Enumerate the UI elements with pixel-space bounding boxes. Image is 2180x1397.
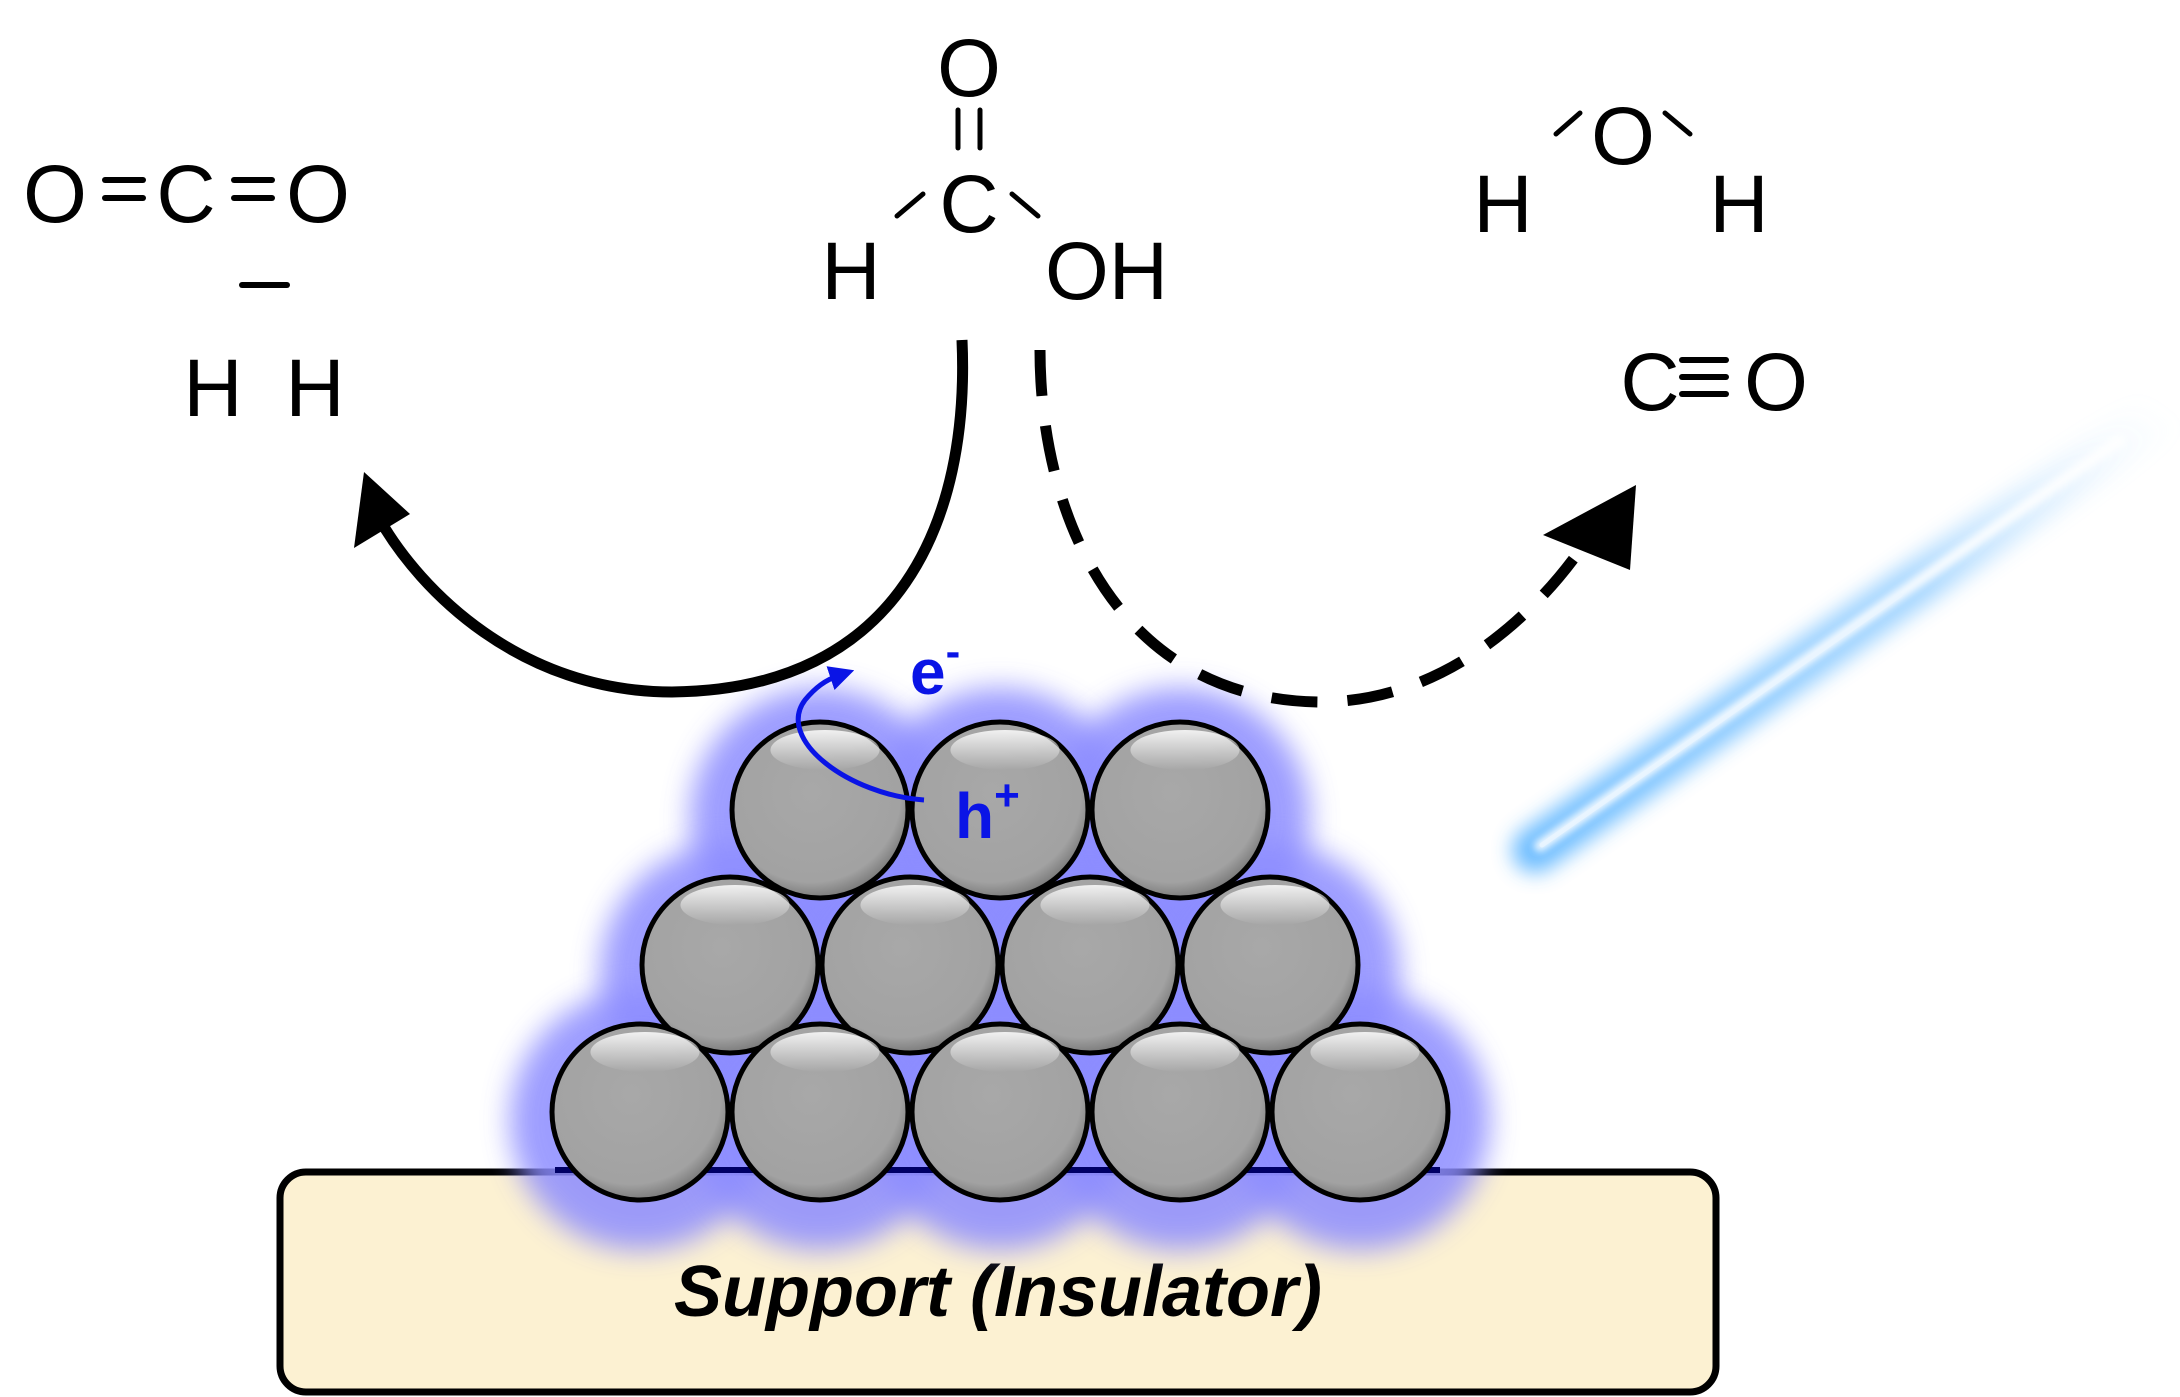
co-molecule: C O — [1620, 337, 1808, 428]
formic-atom-c: C — [939, 159, 998, 250]
nanoparticle — [1179, 874, 1361, 1056]
light-beam-icon — [1512, 387, 2180, 873]
particle-highlight — [590, 1032, 700, 1072]
water-atom-o: O — [1591, 91, 1655, 182]
nanoparticle — [639, 874, 821, 1056]
co-atom-o: O — [1744, 337, 1808, 428]
nanoparticle — [819, 874, 1001, 1056]
particle-highlight — [1220, 885, 1330, 925]
water-bond — [1553, 110, 1583, 137]
formic-bond-co — [1009, 191, 1041, 219]
formic-atom-o-top: O — [937, 23, 1001, 114]
formic-atom-h: H — [821, 226, 880, 317]
water-atom-h1: H — [1473, 159, 1532, 250]
particle-cluster — [549, 719, 1451, 1203]
particle-highlight — [950, 730, 1060, 770]
h2-molecule: H H — [183, 282, 345, 434]
support-label: Support (Insulator) — [674, 1252, 1322, 1332]
particle-highlight — [680, 885, 790, 925]
water-molecule: O H H — [1473, 91, 1768, 250]
nanoparticle — [549, 1021, 731, 1203]
water-bond — [1662, 110, 1693, 137]
co2-atom-o1: O — [23, 149, 87, 240]
particle-highlight — [1130, 730, 1240, 770]
nanoparticle — [1089, 719, 1271, 901]
co2-molecule: O C O — [23, 149, 350, 240]
co2-atom-o2: O — [286, 149, 350, 240]
nanoparticle — [1089, 1021, 1271, 1203]
arrowhead-icon — [1543, 485, 1636, 570]
arrowhead-icon — [354, 472, 410, 548]
nanoparticle — [729, 1021, 911, 1203]
pathway-dashed-arrow — [1034, 349, 1636, 708]
charge-carriers: e- h+ — [795, 627, 1020, 852]
particle-highlight — [770, 730, 880, 770]
particle-highlight — [1130, 1032, 1240, 1072]
pathway-solid-arrow — [354, 339, 969, 698]
particle-highlight — [860, 885, 970, 925]
particle-highlight — [950, 1032, 1060, 1072]
nanoparticle — [909, 1021, 1091, 1203]
h2-atom-h1: H — [183, 343, 242, 434]
co2-atom-c: C — [156, 149, 215, 240]
hole-label: h+ — [955, 771, 1020, 852]
particle-highlight — [1040, 885, 1150, 925]
nanoparticle — [909, 719, 1091, 901]
formic-acid-molecule: O C H OH — [821, 23, 1168, 317]
nanoparticle — [729, 719, 911, 901]
co-atom-c: C — [1620, 337, 1679, 428]
h2-atom-h2: H — [285, 343, 344, 434]
electron-label: e- — [910, 627, 960, 708]
excitation-arrow-icon — [795, 666, 925, 803]
formic-atom-oh: OH — [1045, 226, 1168, 317]
formic-bond-ch — [894, 191, 926, 219]
particle-highlight — [1310, 1032, 1420, 1072]
nanoparticle — [1269, 1021, 1451, 1203]
nanoparticle — [999, 874, 1181, 1056]
water-atom-h2: H — [1709, 159, 1768, 250]
particle-highlight — [770, 1032, 880, 1072]
